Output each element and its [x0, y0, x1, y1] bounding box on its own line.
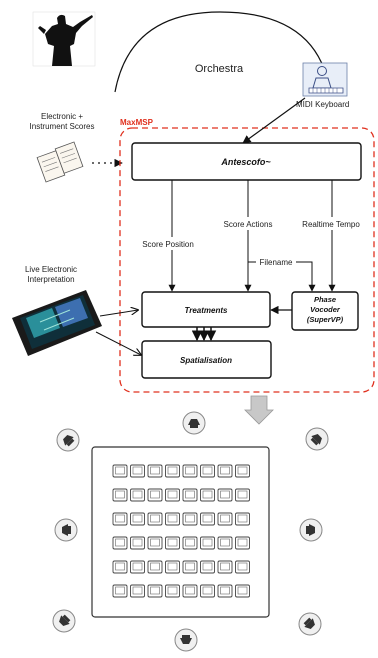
seat — [182, 512, 198, 526]
speaker-icon — [54, 518, 78, 542]
seat — [165, 560, 180, 574]
seat — [112, 536, 128, 550]
seat — [112, 584, 128, 598]
seat — [235, 512, 250, 526]
spatialisation-box: Spatialisation — [141, 340, 272, 379]
seat — [235, 584, 250, 598]
electronic-scores-label-line1: Electronic + — [41, 112, 83, 121]
seat — [112, 464, 128, 478]
phase-vocoder-box: Phase Vocoder (SuperVP) — [291, 291, 359, 331]
seat — [235, 488, 250, 502]
speaker-icon — [174, 628, 198, 652]
seat — [217, 464, 233, 478]
score-sheets-icon — [36, 141, 84, 183]
seat — [217, 536, 233, 550]
seat — [112, 512, 128, 526]
treatments-label: Treatments — [185, 306, 229, 315]
seat — [147, 560, 163, 574]
seat — [147, 488, 163, 502]
conductor-silhouette-icon — [32, 11, 96, 67]
tablet-to-treatments-arrow — [99, 310, 138, 317]
treatments-box: Treatments — [141, 291, 271, 328]
phase-vocoder-label-line2: Vocoder — [310, 305, 341, 314]
seat — [130, 488, 145, 502]
live-electronic-label-line1: Live Electronic — [25, 265, 77, 274]
electronic-scores-label-line2: Instrument Scores — [30, 122, 95, 131]
seat — [112, 488, 128, 502]
seat — [200, 464, 215, 478]
antescofo-box: Antescofo~ — [131, 142, 362, 181]
midi-keyboard-label: MIDI Keyboard — [296, 100, 349, 109]
seat — [182, 488, 198, 502]
maxmsp-label: MaxMSP — [120, 118, 154, 127]
phase-vocoder-label-line1: Phase — [314, 295, 336, 304]
seat — [200, 584, 215, 598]
seat — [130, 512, 145, 526]
seat — [147, 464, 163, 478]
midi-to-antescofo-arrow — [242, 97, 306, 144]
seat — [147, 512, 163, 526]
score-actions-label: Score Actions — [224, 220, 273, 229]
seat — [130, 560, 145, 574]
spatialisation-label: Spatialisation — [180, 356, 232, 365]
seat — [217, 488, 233, 502]
seat — [235, 560, 250, 574]
score-position-label: Score Position — [142, 240, 194, 249]
antescofo-label: Antescofo~ — [220, 157, 271, 167]
seat — [200, 560, 215, 574]
seat — [182, 584, 198, 598]
orchestra-label: Orchestra — [195, 63, 244, 75]
speaker-icon — [299, 518, 323, 542]
seat — [130, 584, 145, 598]
seat — [165, 536, 180, 550]
phase-vocoder-label-line3: (SuperVP) — [307, 315, 344, 324]
seat — [130, 464, 145, 478]
maxmsp-boundary — [119, 127, 375, 393]
seat — [147, 584, 163, 598]
seat — [200, 488, 215, 502]
seat — [165, 512, 180, 526]
seat — [200, 512, 215, 526]
seat — [165, 464, 180, 478]
seat — [182, 464, 198, 478]
orchestra-arc — [114, 11, 331, 93]
speaker-icon — [298, 612, 322, 636]
seat — [182, 536, 198, 550]
seat — [147, 536, 163, 550]
seat — [130, 536, 145, 550]
seat — [165, 584, 180, 598]
seat — [200, 536, 215, 550]
speaker-icon — [182, 411, 206, 435]
keyboard-player-icon — [302, 62, 348, 97]
seating-grid — [112, 464, 250, 598]
realtime-tempo-label: Realtime Tempo — [302, 220, 360, 229]
seat — [217, 512, 233, 526]
speaker-icon — [305, 427, 329, 451]
seat — [112, 560, 128, 574]
seat — [182, 560, 198, 574]
speaker-icon — [56, 428, 80, 452]
seat — [235, 536, 250, 550]
seat — [217, 560, 233, 574]
live-electronic-label-line2: Interpretation — [27, 275, 74, 284]
tablet-to-spatialisation-arrow — [95, 331, 141, 355]
filename-label: Filename — [260, 258, 293, 267]
seat — [165, 488, 180, 502]
seat — [235, 464, 250, 478]
speaker-icon — [52, 609, 76, 633]
touch-tablet-icon — [12, 290, 102, 356]
seat — [217, 584, 233, 598]
output-down-arrow — [244, 395, 274, 425]
